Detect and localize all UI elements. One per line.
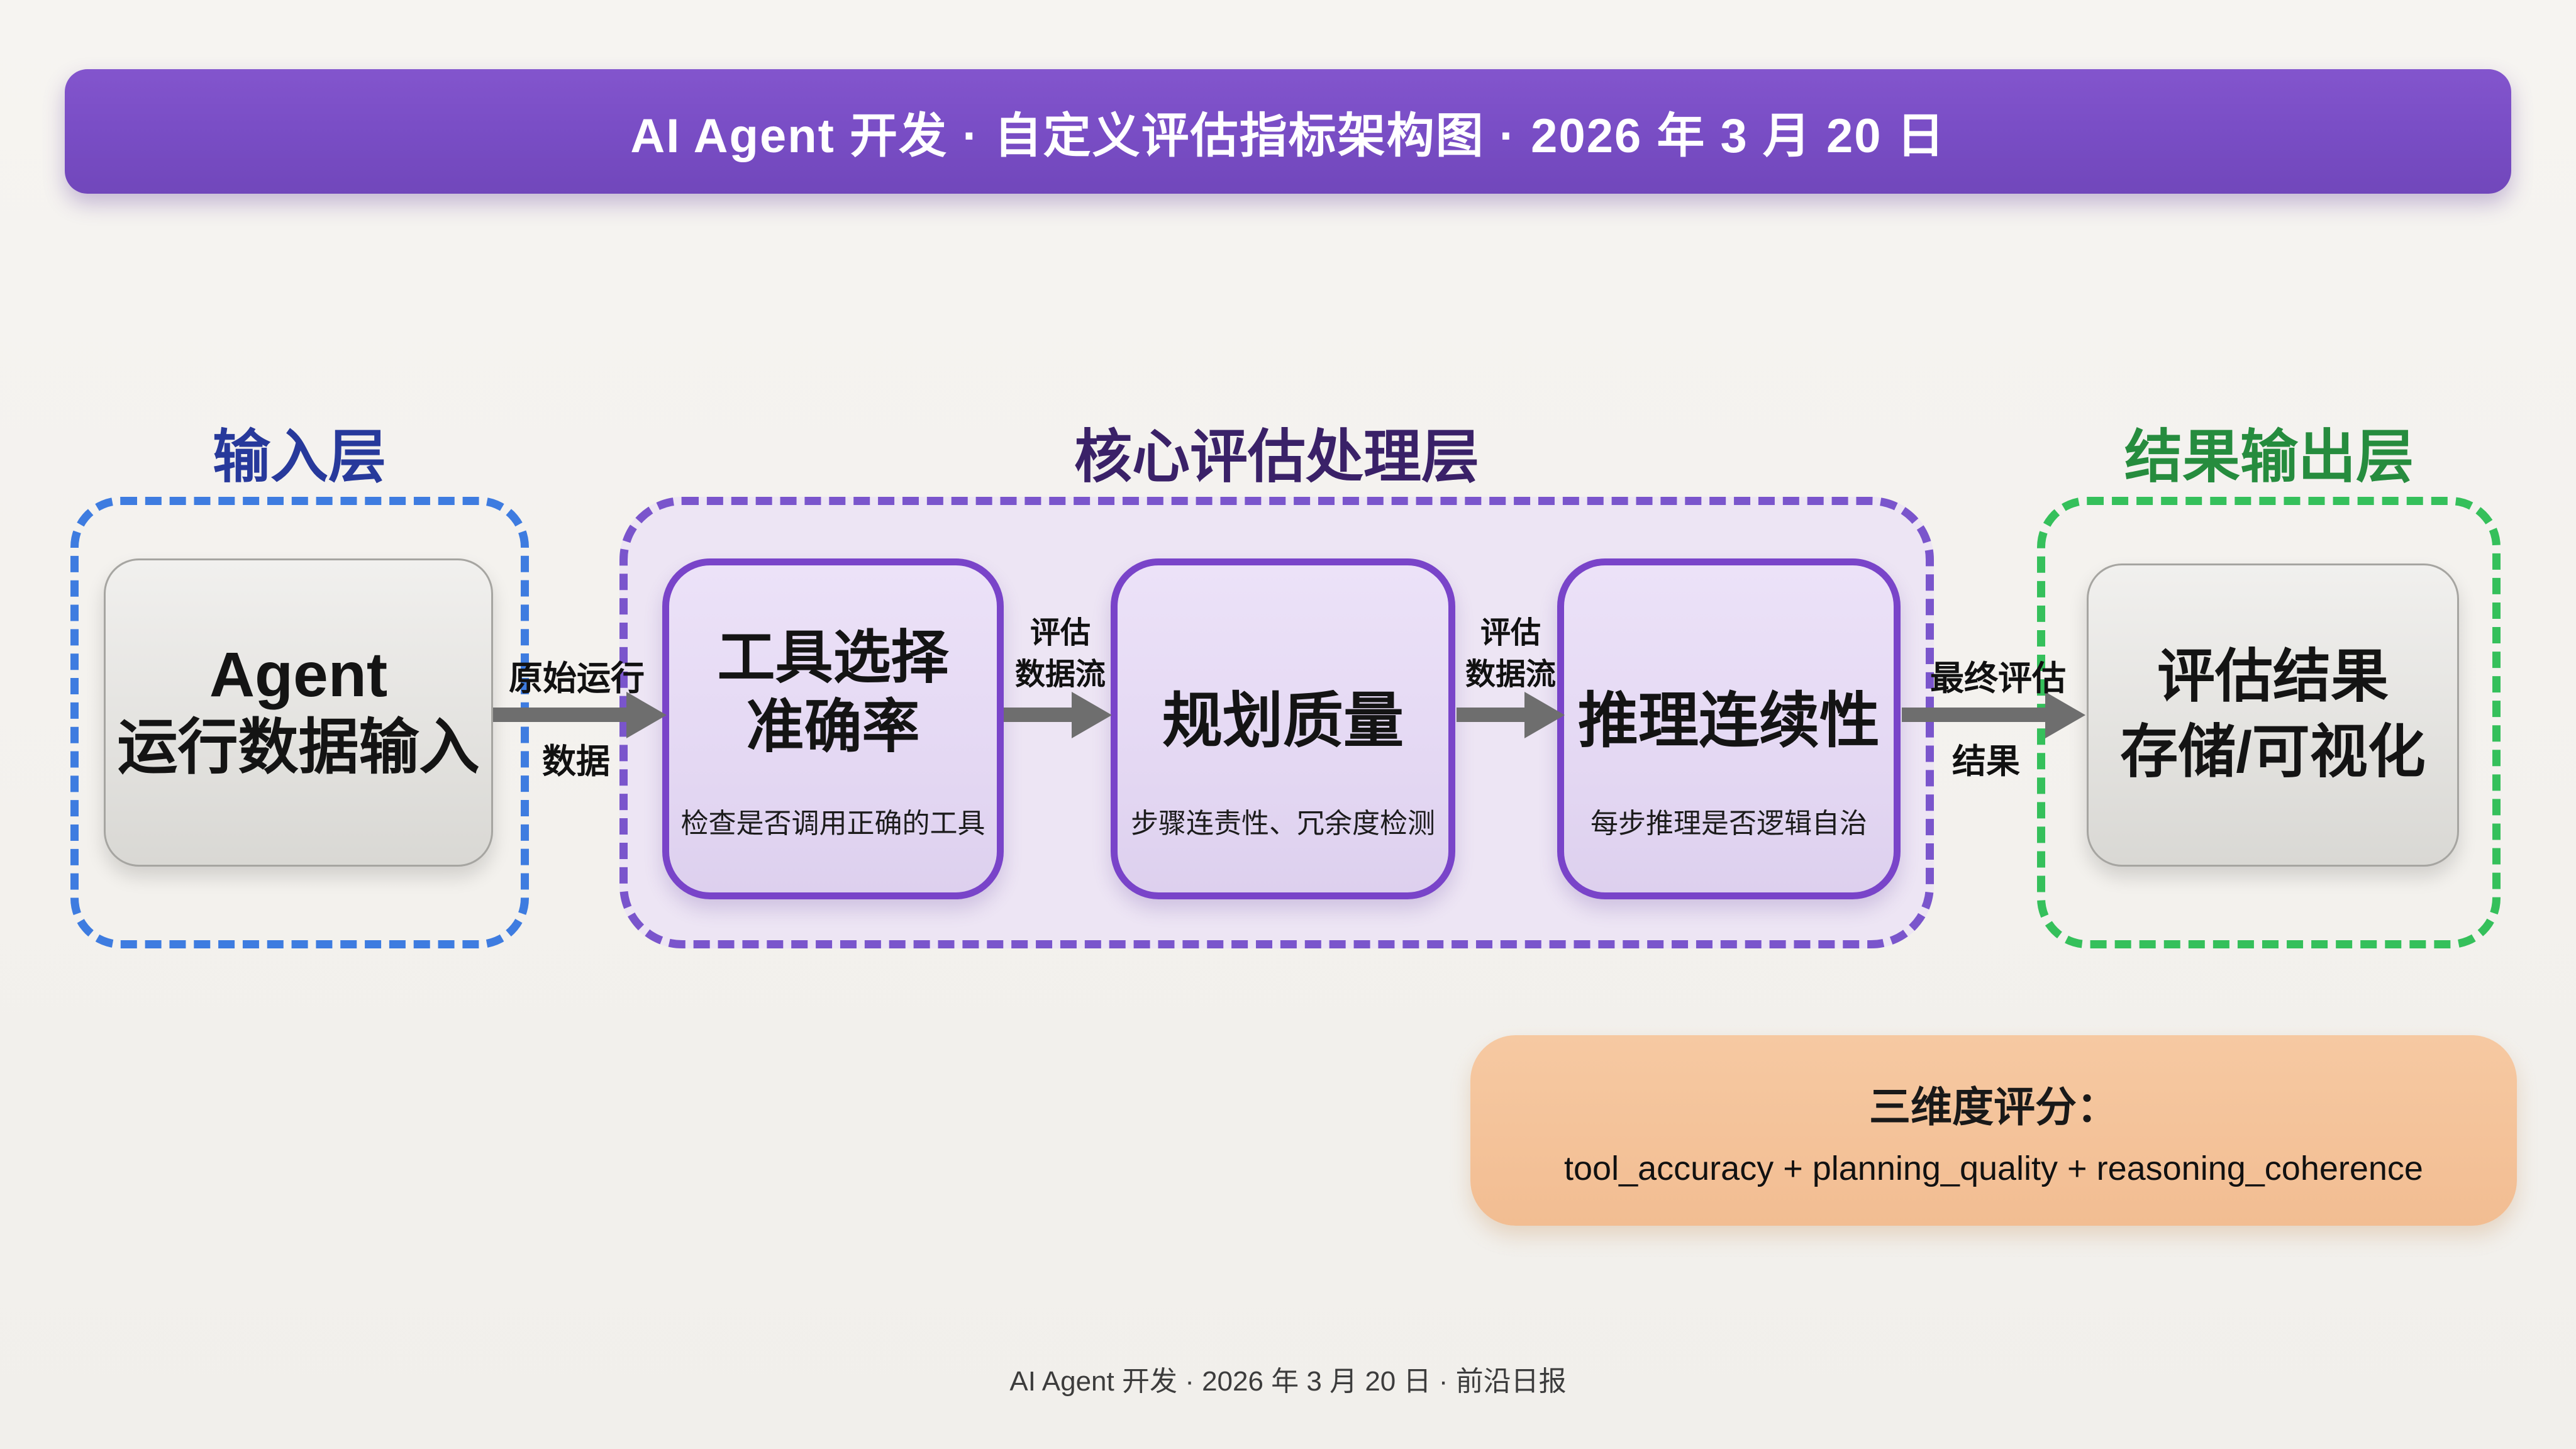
title-banner: AI Agent 开发 · 自定义评估指标架构图 · 2026 年 3 月 20… <box>65 69 2511 194</box>
tool-accuracy-title: 工具选择 准确率 <box>669 623 997 762</box>
agent-input-node-line2: 运行数据输入 <box>117 714 480 781</box>
core-layer-title: 核心评估处理层 <box>1074 425 1480 489</box>
arrow-4-label-bottom: 结果 <box>1952 743 2020 780</box>
arrow-1-head <box>626 692 667 738</box>
tool-accuracy-title-line1: 工具选择 <box>717 626 949 690</box>
result-output-node: 评估结果 存储/可视化 <box>2087 564 2459 867</box>
arrow-3-label-bottom: 数据流 <box>1465 658 1557 691</box>
arrow-2-label-top: 评估 <box>1030 616 1091 650</box>
arrow-1-label-top: 原始运行 <box>509 660 645 697</box>
input-layer-title: 输入层 <box>212 425 387 489</box>
planning-quality-subtitle: 步骤连责性、冗余度检测 <box>1131 808 1435 839</box>
agent-input-node: Agent 运行数据输入 <box>104 558 493 867</box>
agent-input-node-line1: Agent <box>209 640 388 710</box>
arrow-2-shaft <box>1004 708 1072 722</box>
output-layer-panel <box>2037 497 2501 948</box>
result-output-node-line2: 存储/可视化 <box>2120 720 2426 784</box>
reasoning-coherence-node: 推理连续性 每步推理是否逻辑自治 <box>1557 558 1901 899</box>
scoring-summary-formula: tool_accuracy + planning_quality + reaso… <box>1564 1149 2423 1187</box>
scoring-summary-box: 三维度评分： tool_accuracy + planning_quality … <box>1470 1035 2517 1226</box>
input-layer-panel <box>70 497 529 948</box>
scoring-summary-title: 三维度评分： <box>1869 1083 2118 1130</box>
banner-title: AI Agent 开发 · 自定义评估指标架构图 · 2026 年 3 月 20… <box>630 109 1946 163</box>
arrow-4-head <box>2045 692 2085 738</box>
arrow-1-label-bottom: 数据 <box>542 743 610 780</box>
result-output-node-line1: 评估结果 <box>2157 645 2389 709</box>
tool-accuracy-node: 工具选择 准确率 检查是否调用正确的工具 <box>662 558 1004 899</box>
arrow-2-head <box>1072 692 1112 738</box>
arrow-1-shaft <box>493 708 626 722</box>
tool-accuracy-title-line2: 准确率 <box>746 695 920 760</box>
output-layer-title: 结果输出层 <box>2124 425 2414 489</box>
planning-quality-title: 规划质量 <box>1162 687 1404 755</box>
tool-accuracy-subtitle: 检查是否调用正确的工具 <box>680 808 985 839</box>
arrow-3-label-top: 评估 <box>1480 616 1541 650</box>
planning-quality-node: 规划质量 步骤连责性、冗余度检测 <box>1111 558 1455 899</box>
arrow-4-label-top: 最终评估 <box>1930 660 2066 697</box>
arrow-3-head <box>1524 692 1565 738</box>
footer-caption: AI Agent 开发 · 2026 年 3 月 20 日 · 前沿日报 <box>1009 1366 1567 1397</box>
arrow-2-label-bottom: 数据流 <box>1014 658 1106 691</box>
reasoning-coherence-title: 推理连续性 <box>1578 687 1880 755</box>
arrow-3-shaft <box>1457 708 1524 722</box>
reasoning-coherence-subtitle: 每步推理是否逻辑自治 <box>1591 808 1867 839</box>
arrow-4-shaft <box>1902 708 2045 722</box>
